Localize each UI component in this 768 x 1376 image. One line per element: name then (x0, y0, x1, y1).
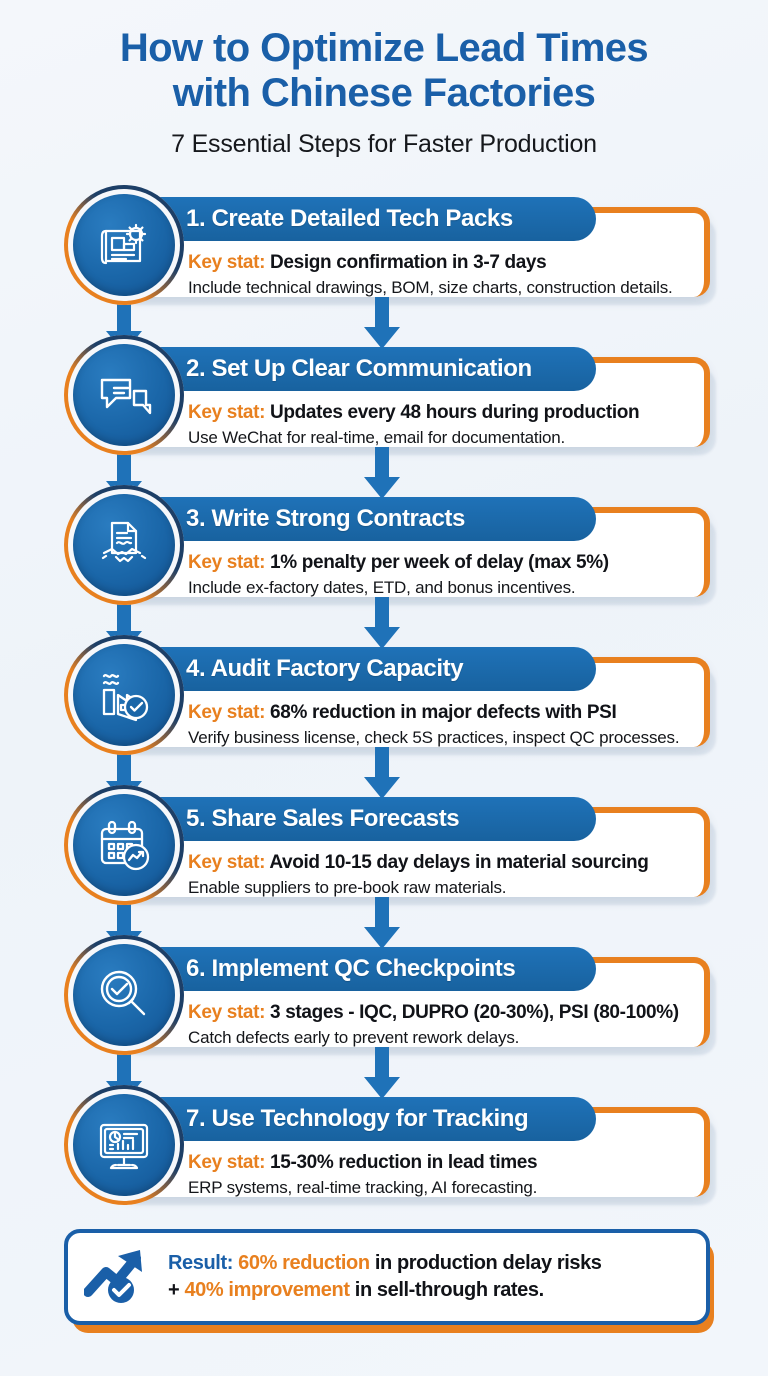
result-text-2: in sell-through rates. (349, 1279, 544, 1302)
card-header-pill: 2. Set Up Clear Communication (96, 347, 596, 392)
step-description: Catch defects early to prevent rework de… (188, 1028, 520, 1048)
result-text-1: in production delay risks (369, 1252, 602, 1275)
connector-arrow-middle (364, 747, 400, 800)
magnifier-check-icon (100, 971, 146, 1016)
step-icon-circle (64, 785, 184, 906)
card-text-block: Key stat: Design confirmation in 3-7 day… (188, 251, 698, 298)
circle-blue-disc (73, 644, 175, 747)
infographic-header: How to Optimize Lead Times with Chinese … (0, 0, 768, 159)
step-card[interactable]: 7. Use Technology for Tracking Key stat:… (0, 1085, 768, 1217)
key-stat-line: Key stat: 68% reduction in major defects… (188, 701, 698, 725)
key-stat-line: Key stat: Updates every 48 hours during … (188, 401, 698, 425)
card-text-block: Key stat: 68% reduction in major defects… (188, 701, 698, 748)
calendar-trend-icon (100, 821, 150, 871)
step-title: 5. Share Sales Forecasts (186, 805, 460, 833)
step-description: Include ex-factory dates, ETD, and bonus… (188, 578, 576, 598)
step-description: Include technical drawings, BOM, size ch… (188, 278, 673, 298)
chat-bubbles-icon (100, 379, 152, 415)
result-plus: + (168, 1279, 185, 1302)
growth-arrow-check-icon (84, 1250, 142, 1304)
card-text-block: Key stat: Avoid 10-15 day delays in mate… (188, 851, 698, 898)
blueprint-gear-icon (100, 224, 147, 265)
step-card[interactable]: 2. Set Up Clear Communication Key stat: … (0, 335, 768, 504)
step-card[interactable]: 4. Audit Factory Capacity Key stat: 68% … (0, 635, 768, 804)
result-line-2: + 40% improvement in sell-through rates. (168, 1277, 602, 1304)
key-stat-label: Key stat: (188, 552, 266, 574)
step-title: 7. Use Technology for Tracking (186, 1105, 529, 1133)
step-title: 3. Write Strong Contracts (186, 505, 465, 533)
connector-arrow-middle (364, 1047, 400, 1100)
key-stat-value: 15-30% reduction in lead times (270, 1152, 538, 1174)
result-label: Result: (168, 1252, 233, 1275)
key-stat-value: Updates every 48 hours during production (270, 402, 640, 424)
key-stat-value: Design confirmation in 3-7 days (270, 252, 547, 274)
result-line-1: Result: 60% reduction in production dela… (168, 1250, 602, 1277)
key-stat-line: Key stat: 1% penalty per week of delay (… (188, 551, 698, 575)
step-icon-circle (64, 935, 184, 1056)
step-description: ERP systems, real-time tracking, AI fore… (188, 1178, 538, 1198)
key-stat-label: Key stat: (188, 702, 266, 724)
key-stat-label: Key stat: (188, 1152, 266, 1174)
key-stat-value: Avoid 10-15 day delays in material sourc… (269, 852, 649, 874)
card-text-block: Key stat: Updates every 48 hours during … (188, 401, 698, 448)
step-card[interactable]: 1. Create Detailed Tech Packs Key stat: … (0, 185, 768, 354)
step-icon-circle (64, 485, 184, 606)
step-icon-circle (64, 1085, 184, 1206)
key-stat-line: Key stat: 15-30% reduction in lead times (188, 1151, 698, 1175)
key-stat-label: Key stat: (188, 852, 266, 874)
key-stat-label: Key stat: (188, 1002, 266, 1024)
factory-check-icon (102, 674, 149, 722)
key-stat-label: Key stat: (188, 252, 266, 274)
title-line-2: with Chinese Factories (172, 71, 596, 116)
connector-arrow-middle (364, 447, 400, 500)
card-text-block: Key stat: 15-30% reduction in lead times… (188, 1151, 698, 1198)
key-stat-line: Key stat: Avoid 10-15 day delays in mate… (188, 851, 698, 875)
step-icon-circle (64, 185, 184, 306)
card-text-block: Key stat: 3 stages - IQC, DUPRO (20-30%)… (188, 1001, 698, 1048)
key-stat-label: Key stat: (188, 402, 266, 424)
result-box: Result: 60% reduction in production dela… (64, 1229, 710, 1326)
connector-arrow-middle (364, 597, 400, 650)
result-text: Result: 60% reduction in production dela… (168, 1250, 602, 1304)
step-title: 6. Implement QC Checkpoints (186, 955, 516, 983)
card-text-block: Key stat: 1% penalty per week of delay (… (188, 551, 698, 598)
circle-blue-disc (73, 494, 175, 597)
circle-blue-disc (73, 344, 175, 447)
step-card[interactable]: 5. Share Sales Forecasts Key stat: Avoid… (0, 785, 768, 954)
contract-handshake-icon (101, 522, 147, 563)
page-title: How to Optimize Lead Times with Chinese … (0, 26, 768, 116)
step-card[interactable]: 3. Write Strong Contracts Key stat: 1% p… (0, 485, 768, 654)
key-stat-value: 3 stages - IQC, DUPRO (20-30%), PSI (80-… (270, 1002, 679, 1024)
step-icon-circle (64, 335, 184, 456)
key-stat-line: Key stat: Design confirmation in 3-7 day… (188, 251, 698, 275)
step-icon-circle (64, 635, 184, 756)
title-line-1: How to Optimize Lead Times (119, 26, 649, 70)
connector-arrow-middle (364, 897, 400, 950)
step-description: Verify business license, check 5S practi… (188, 728, 680, 748)
result-banner: Result: 60% reduction in production dela… (64, 1229, 714, 1334)
card-header-pill: 1. Create Detailed Tech Packs (96, 197, 596, 242)
step-description: Use WeChat for real-time, email for docu… (188, 428, 566, 448)
key-stat-line: Key stat: 3 stages - IQC, DUPRO (20-30%)… (188, 1001, 698, 1025)
step-description: Enable suppliers to pre-book raw materia… (188, 878, 507, 898)
result-highlight-1: 60% reduction (238, 1252, 370, 1275)
connector-arrow-middle (364, 297, 400, 350)
dashboard-monitor-icon (99, 1124, 149, 1170)
step-title: 2. Set Up Clear Communication (186, 355, 532, 383)
page-subtitle: 7 Essential Steps for Faster Production (171, 130, 597, 159)
key-stat-value: 1% penalty per week of delay (max 5%) (270, 552, 609, 574)
circle-blue-disc (73, 944, 175, 1047)
step-title: 1. Create Detailed Tech Packs (186, 205, 513, 233)
steps-list: 1. Create Detailed Tech Packs Key stat: … (0, 185, 768, 1217)
step-title: 4. Audit Factory Capacity (186, 655, 464, 683)
result-highlight-2: 40% improvement (184, 1279, 350, 1302)
key-stat-value: 68% reduction in major defects with PSI (270, 702, 617, 724)
step-card[interactable]: 6. Implement QC Checkpoints Key stat: 3 … (0, 935, 768, 1104)
